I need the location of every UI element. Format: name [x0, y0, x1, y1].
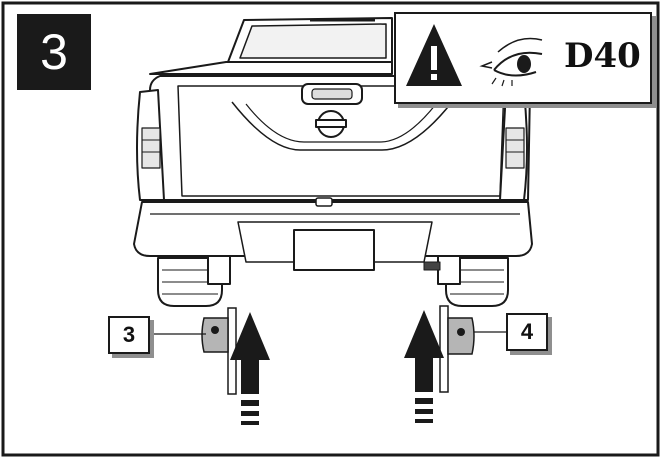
bracket-right [439, 305, 506, 393]
warning-icons [406, 24, 543, 87]
model-code-label: D40 [564, 36, 641, 76]
arrow-up-right-icon [404, 310, 444, 423]
part-callout-3: 3 [108, 316, 150, 354]
part-callout-4: 4 [506, 313, 548, 351]
step-number-badge: 3 [17, 14, 91, 90]
arrow-up-left-icon [230, 312, 270, 425]
warning-triangle-icon [406, 24, 462, 86]
eye-inspect-icon [479, 37, 543, 87]
warning-panel: D40 [394, 12, 652, 104]
truck-rear-illustration [133, 17, 533, 307]
bracket-left [150, 307, 237, 395]
